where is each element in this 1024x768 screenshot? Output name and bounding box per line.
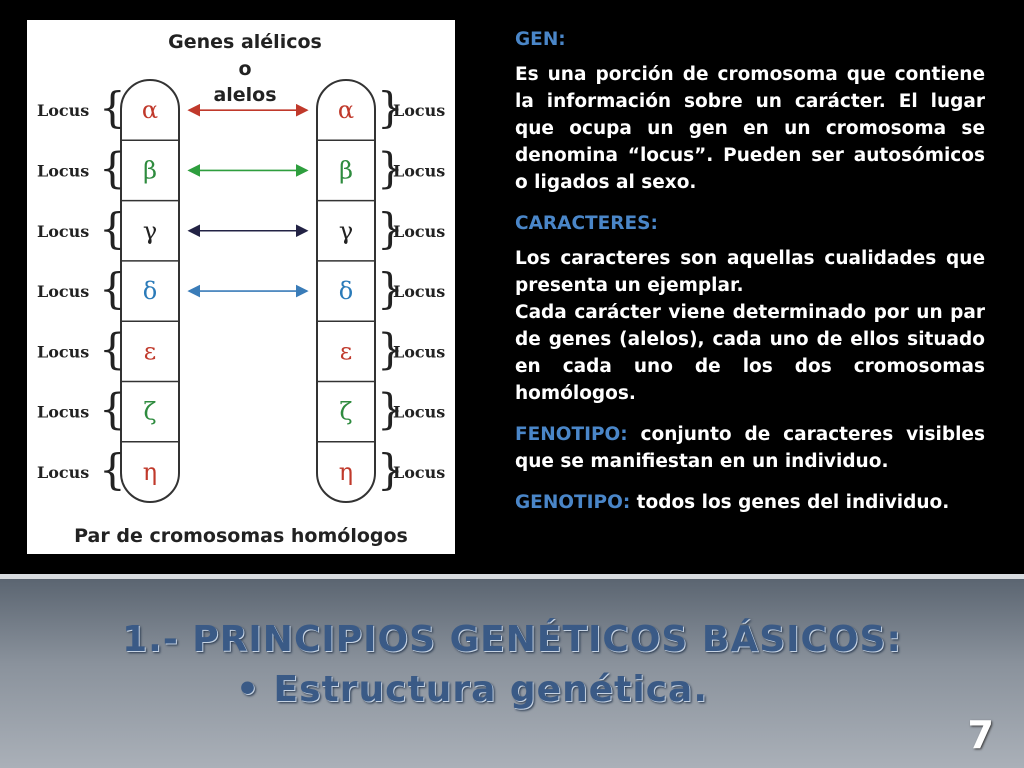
left-gene-symbol: β	[143, 156, 157, 184]
left-locus-label: Locus	[37, 101, 89, 120]
gen-heading: GEN:	[515, 26, 985, 53]
right-chromosome	[316, 79, 376, 503]
slide-title: 1.- PRINCIPIOS GENÉTICOS BÁSICOS:	[122, 619, 902, 660]
caracteres-label: CARACTERES:	[515, 213, 658, 234]
right-gene-symbol: ε	[340, 337, 352, 365]
right-locus-label: Locus	[393, 342, 445, 361]
caracteres-paragraph-1: Los caracteres son aquellas cualidades q…	[515, 248, 985, 296]
right-locus-label: Locus	[393, 403, 445, 422]
right-locus-label: Locus	[393, 282, 445, 301]
figure-title-line3: alelos	[213, 84, 276, 106]
right-brace: }	[377, 143, 404, 192]
fenotipo-label: FENOTIPO:	[515, 424, 628, 445]
left-brace: {	[99, 324, 126, 373]
right-gene-symbol: β	[339, 156, 353, 184]
genotipo-body: todos los genes del individuo.	[630, 492, 950, 513]
right-locus-label: Locus	[393, 101, 445, 120]
left-gene-symbol: η	[143, 458, 157, 486]
right-locus-label: Locus	[393, 463, 445, 482]
genotipo-label: GENOTIPO:	[515, 492, 631, 513]
right-brace: }	[377, 324, 404, 373]
left-locus-label: Locus	[37, 161, 89, 180]
left-brace: {	[99, 143, 126, 192]
right-brace: }	[377, 264, 404, 313]
right-brace: }	[377, 83, 404, 132]
slide-subtitle: • Estructura genética.	[236, 669, 708, 710]
gen-paragraph: Es una porción de cromosoma que contiene…	[515, 64, 985, 193]
left-gene-symbol: γ	[143, 217, 157, 245]
caracteres-paragraph-2: Cada carácter viene determinado por un p…	[515, 302, 985, 404]
right-gene-symbol: δ	[339, 277, 353, 305]
text-column: GEN: Es una porción de cromosoma que con…	[515, 26, 985, 530]
left-locus-label: Locus	[37, 222, 89, 241]
page-number: 7	[967, 713, 994, 757]
caracteres-heading: CARACTERES:	[515, 210, 985, 237]
left-brace: {	[99, 385, 126, 434]
right-gene-symbol: η	[339, 458, 353, 486]
left-locus-label: Locus	[37, 403, 89, 422]
divider	[0, 574, 1024, 579]
figure-title-line1: Genes alélicos	[168, 31, 322, 53]
left-brace: {	[99, 445, 126, 494]
left-chromosome	[120, 79, 180, 503]
right-brace: }	[377, 204, 404, 253]
figure-caption: Par de cromosomas homólogos	[74, 525, 408, 547]
right-gene-symbol: γ	[339, 217, 353, 245]
left-brace: {	[99, 264, 126, 313]
left-brace: {	[99, 204, 126, 253]
figure-title-line2: o	[238, 58, 251, 80]
right-locus-label: Locus	[393, 161, 445, 180]
right-locus-label: Locus	[393, 222, 445, 241]
left-gene-symbol: δ	[143, 277, 157, 305]
left-gene-symbol: α	[142, 96, 158, 124]
left-brace: {	[99, 83, 126, 132]
footer-banner: 1.- PRINCIPIOS GENÉTICOS BÁSICOS: • Estr…	[0, 579, 1024, 768]
left-locus-label: Locus	[37, 342, 89, 361]
left-locus-label: Locus	[37, 463, 89, 482]
right-gene-symbol: α	[338, 96, 354, 124]
left-gene-symbol: ζ	[143, 398, 156, 426]
right-gene-symbol: ζ	[339, 398, 352, 426]
fenotipo-body: conjunto de caracteres visibles que se m…	[515, 424, 985, 472]
left-locus-label: Locus	[37, 282, 89, 301]
right-brace: }	[377, 445, 404, 494]
gen-label: GEN:	[515, 29, 566, 50]
genotipo-paragraph: GENOTIPO: todos los genes del individuo.	[515, 489, 985, 516]
fenotipo-paragraph: FENOTIPO: conjunto de caracteres visible…	[515, 421, 985, 475]
left-gene-symbol: ε	[144, 337, 156, 365]
right-brace: }	[377, 385, 404, 434]
